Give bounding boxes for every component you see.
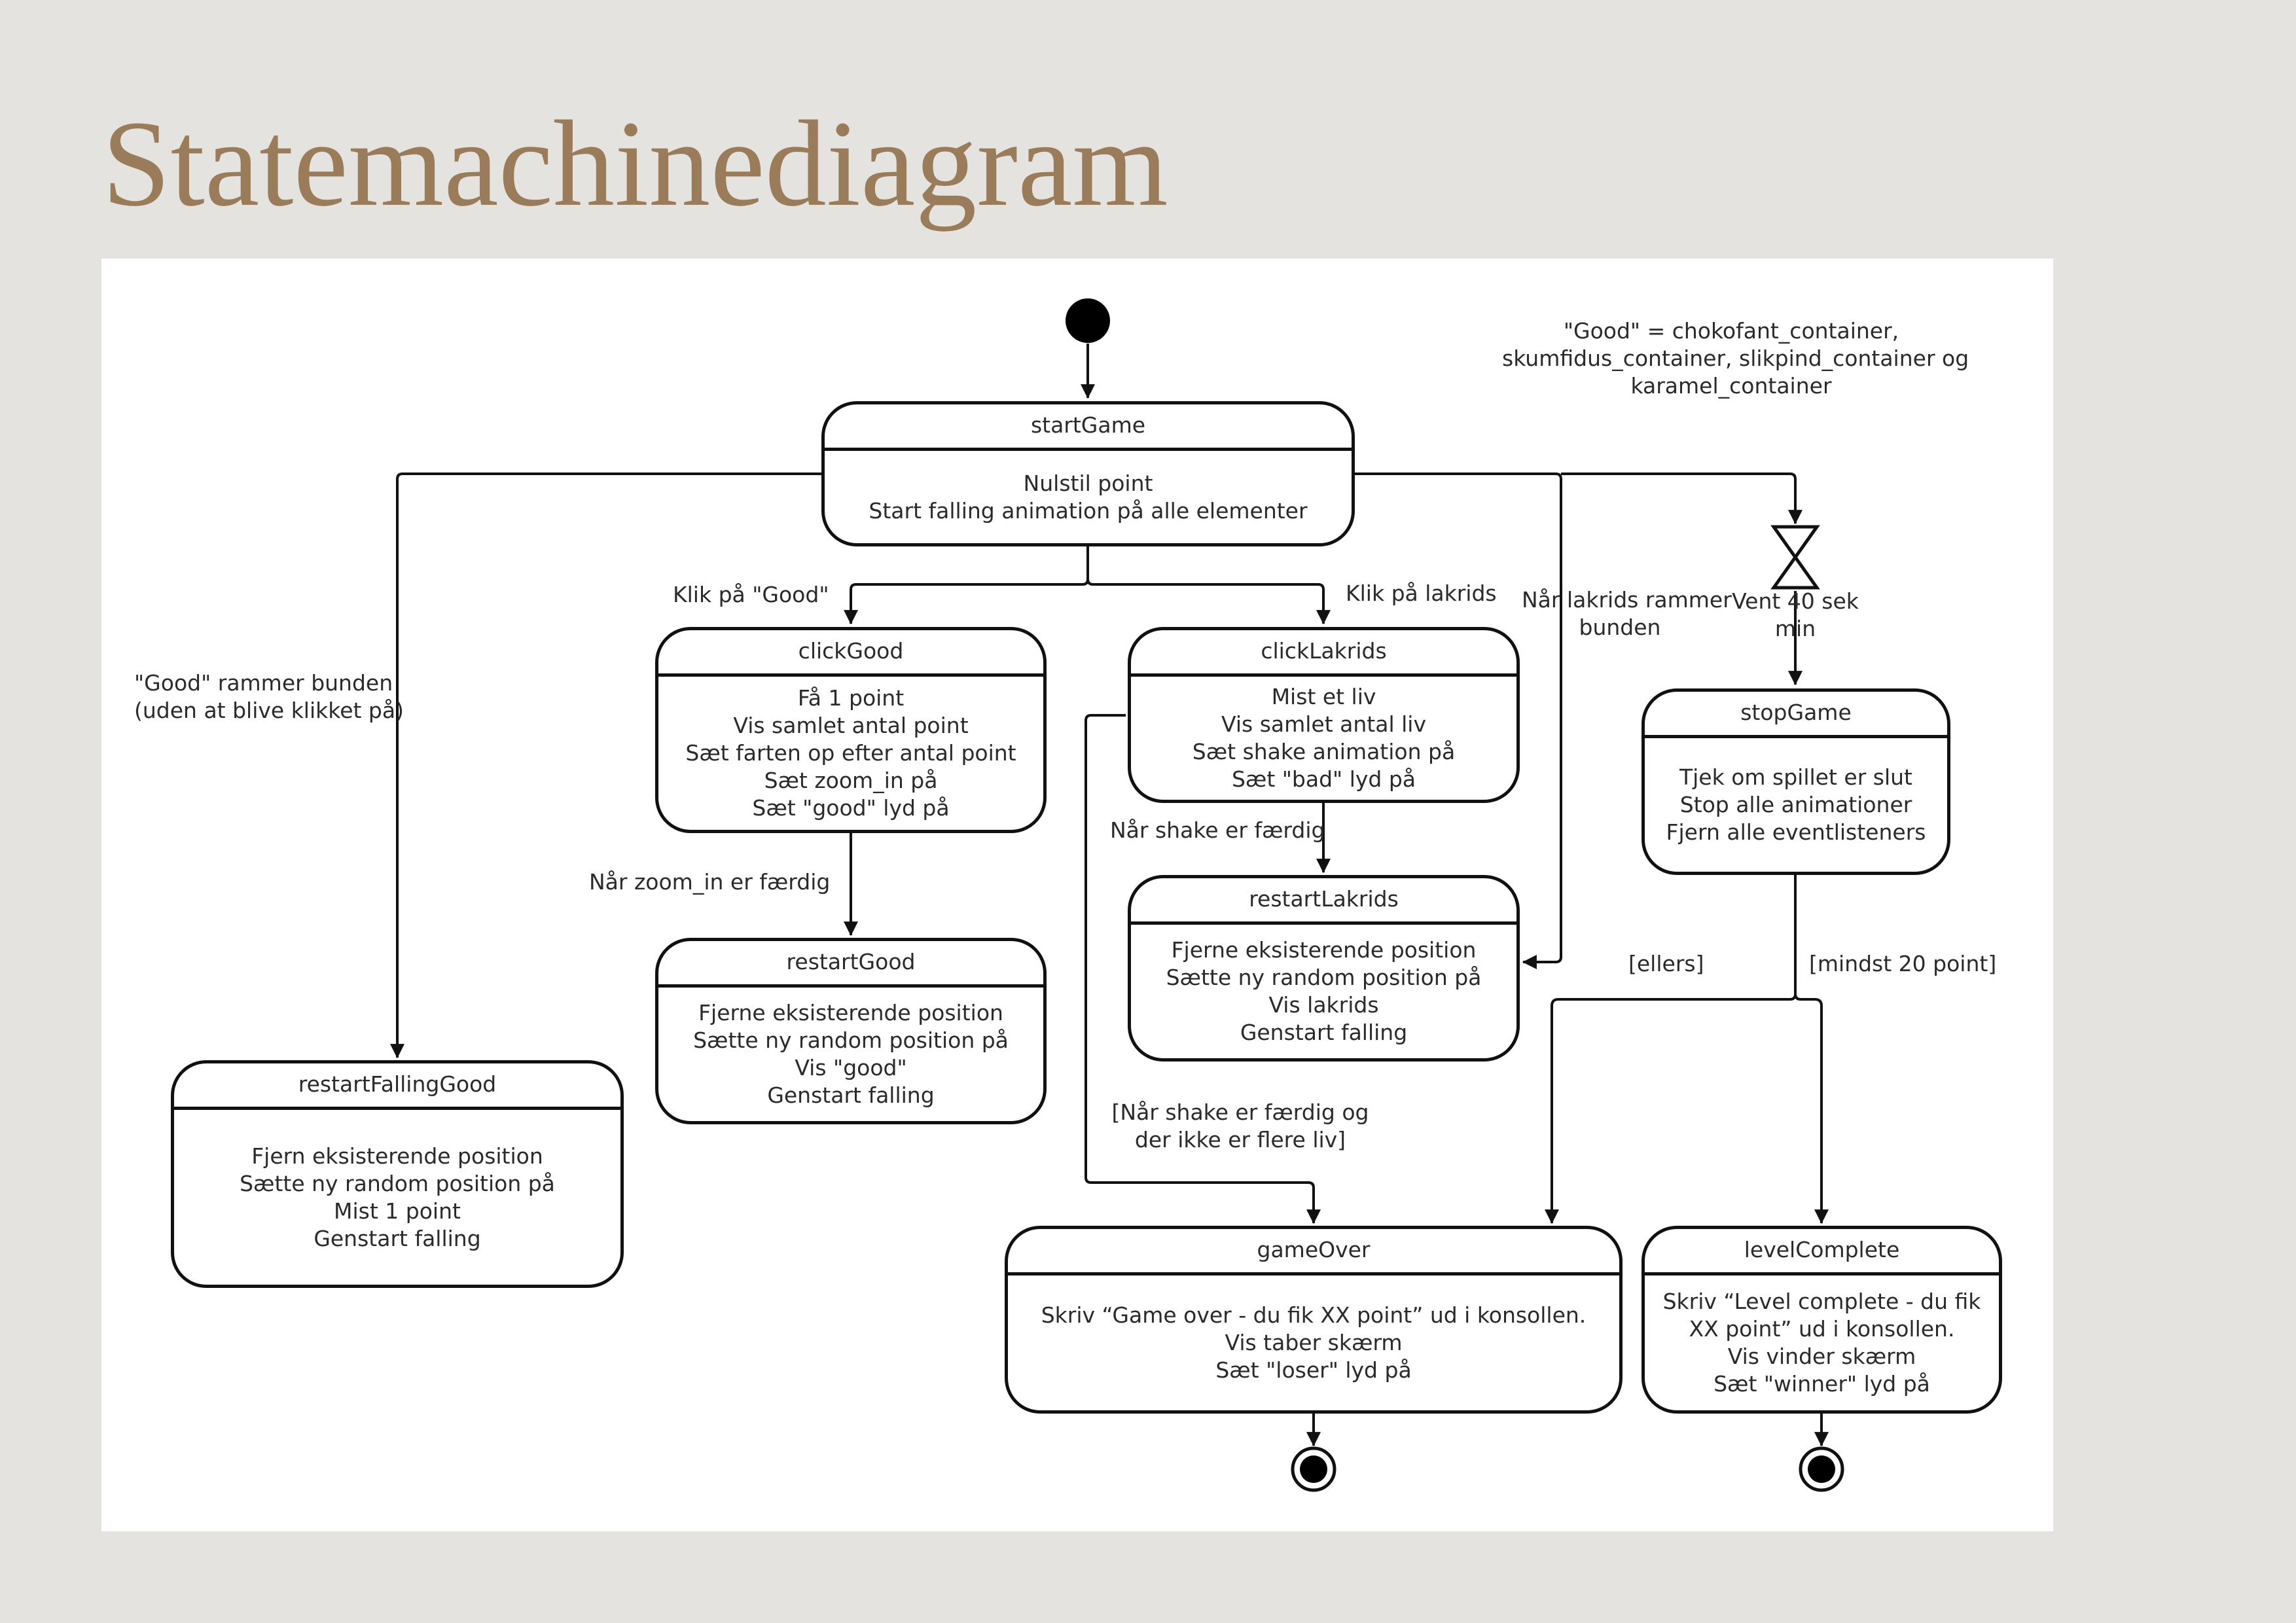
state-line: Fjern alle eventlisteners [1666, 819, 1926, 845]
state-line: Vis samlet antal liv [1221, 711, 1426, 737]
state-line: Vis samlet antal point [733, 713, 969, 738]
transition-label-min-points: [mindst 20 point] [1809, 951, 1997, 976]
state-line: Sæt farten op efter antal point [685, 740, 1016, 766]
state-line: Genstart falling [767, 1082, 935, 1108]
note-line: skumfidus_container, slikpind_container … [1502, 346, 1969, 371]
state-line: Genstart falling [1240, 1020, 1408, 1045]
edge-startgame-clickgood [844, 546, 1089, 625]
state-line: Vis "good" [795, 1055, 907, 1080]
label-line: [Når shake er færdig og [1111, 1099, 1369, 1125]
state-body: Nulstil point Start falling animation på… [825, 451, 1352, 543]
state-name: restartGood [658, 941, 1043, 988]
state-body: Skriv “Game over - du fik XX point” ud i… [1008, 1275, 1619, 1410]
state-line: Vis vinder skærm [1727, 1344, 1916, 1369]
state-line: Sætte ny random position på [1166, 965, 1482, 990]
state-body: Fjern eksisterende position Sætte ny ran… [174, 1110, 620, 1285]
hourglass-icon [1770, 525, 1820, 590]
state-line: XX point” ud i konsollen. [1689, 1316, 1955, 1342]
transition-label-wait: Vent 40 sek min [1713, 588, 1877, 643]
state-body: Fjerne eksisterende position Sætte ny ra… [658, 988, 1043, 1121]
label-line: min [1774, 616, 1816, 641]
good-definition-note: "Good" = chokofant_container, skumfidus_… [1502, 317, 1969, 400]
state-levelcomplete: levelComplete Skriv “Level complete - du… [1641, 1226, 2002, 1414]
initial-node [1066, 298, 1110, 343]
transition-label-good-hits-bottom: "Good" rammer bunden (uden at blive klik… [134, 669, 404, 724]
state-line: Nulstil point [1023, 470, 1153, 496]
state-body: Fjerne eksisterende position Sætte ny ra… [1131, 925, 1516, 1058]
state-name: stopGame [1645, 692, 1947, 738]
label-line: Når lakrids rammer [1522, 587, 1732, 613]
state-name: restartFallingGood [174, 1063, 620, 1110]
state-line: Vis taber skærm [1225, 1330, 1403, 1355]
state-line: Sæt "loser" lyd på [1215, 1357, 1412, 1383]
state-line: Sæt "bad" lyd på [1231, 766, 1416, 792]
state-line: Start falling animation på alle elemente… [869, 497, 1308, 524]
state-body: Tjek om spillet er slut Stop alle animat… [1645, 738, 1947, 872]
state-restartgood: restartGood Fjerne eksisterende position… [655, 938, 1047, 1124]
state-line: Stop alle animationer [1679, 792, 1912, 817]
state-gameover: gameOver Skriv “Game over - du fik XX po… [1005, 1226, 1623, 1414]
label-line: bunden [1579, 615, 1661, 640]
label-line: Vent 40 sek [1732, 588, 1859, 614]
state-line: Fjerne eksisterende position [698, 1000, 1003, 1026]
state-restartlakrids: restartLakrids Fjerne eksisterende posit… [1128, 875, 1520, 1061]
state-body: Mist et liv Vis samlet antal liv Sæt sha… [1131, 677, 1516, 800]
state-line: Tjek om spillet er slut [1679, 764, 1912, 790]
transition-label-click-good: Klik på "Good" [673, 582, 829, 607]
state-line: Sæt zoom_in på [764, 768, 938, 793]
label-line: der ikke er flere liv] [1134, 1127, 1346, 1152]
state-restartfallinggood: restartFallingGood Fjern eksisterende po… [171, 1060, 624, 1288]
state-line: Sæt "winner" lyd på [1713, 1371, 1930, 1397]
state-line: Sætte ny random position på [240, 1170, 555, 1196]
state-line: Mist 1 point [334, 1198, 461, 1224]
diagram-edges [390, 298, 1844, 1492]
edge-clicklakrids-gameover [1085, 714, 1321, 1224]
state-line: Skriv “Level complete - du fik [1662, 1289, 1981, 1314]
state-line: Sæt shake animation på [1192, 739, 1456, 764]
state-line: Mist et liv [1271, 684, 1376, 709]
transition-label-shake-done: Når shake er færdig [1110, 817, 1325, 843]
label-line: (uden at blive klikket på) [134, 698, 404, 723]
page-title: Statemachinediagram [102, 95, 1168, 232]
final-node-levelcomplete [1799, 1446, 1844, 1492]
transition-label-zoom-done: Når zoom_in er færdig [589, 869, 831, 895]
diagram-canvas: "Good" = chokofant_container, skumfidus_… [101, 259, 2053, 1531]
state-clickgood: clickGood Få 1 point Vis samlet antal po… [655, 627, 1047, 833]
state-line: Sætte ny random position på [693, 1027, 1009, 1053]
transition-label-shake-done-no-lives: [Når shake er færdig og der ikke er fler… [1109, 1099, 1371, 1154]
state-name: levelComplete [1645, 1229, 1999, 1275]
state-clicklakrids: clickLakrids Mist et liv Vis samlet anta… [1128, 627, 1520, 803]
transition-label-click-lakrids: Klik på lakrids [1346, 580, 1497, 606]
state-startgame: startGame Nulstil point Start falling an… [821, 401, 1355, 546]
transition-label-else: [ellers] [1628, 951, 1704, 976]
state-line: Fjerne eksisterende position [1171, 937, 1477, 963]
edge-startgame-restartfallinggood [390, 473, 821, 1059]
state-name: startGame [825, 404, 1352, 451]
transition-label-lakrids-hits-bottom: Når lakrids rammer bunden [1522, 586, 1732, 641]
edge-startgame-timer [1561, 473, 1803, 525]
note-line: karamel_container [1630, 373, 1832, 399]
state-line: Sæt "good" lyd på [752, 795, 950, 821]
final-node-gameover [1291, 1446, 1336, 1492]
edge-stopgame-levelcomplete [1794, 993, 1829, 1224]
state-body: Få 1 point Vis samlet antal point Sæt fa… [658, 677, 1043, 830]
state-line: Skriv “Game over - du fik XX point” ud i… [1041, 1302, 1587, 1328]
edge-startgame-restartlakrids [1355, 473, 1562, 969]
state-body: Skriv “Level complete - du fik XX point”… [1645, 1275, 1999, 1410]
state-line: Vis lakrids [1268, 992, 1379, 1018]
label-line: "Good" rammer bunden [134, 670, 393, 696]
note-line: "Good" = chokofant_container, [1563, 318, 1899, 344]
state-line: Få 1 point [797, 685, 905, 711]
state-name: clickGood [658, 630, 1043, 677]
edge-startgame-clicklakrids [1086, 579, 1331, 625]
edge-stopgame-gameover [1545, 993, 1797, 1224]
state-line: Genstart falling [314, 1225, 481, 1251]
state-line: Fjern eksisterende position [251, 1143, 543, 1169]
state-name: gameOver [1008, 1229, 1619, 1275]
state-stopgame: stopGame Tjek om spillet er slut Stop al… [1641, 688, 1950, 875]
state-name: clickLakrids [1131, 630, 1516, 677]
state-name: restartLakrids [1131, 878, 1516, 925]
